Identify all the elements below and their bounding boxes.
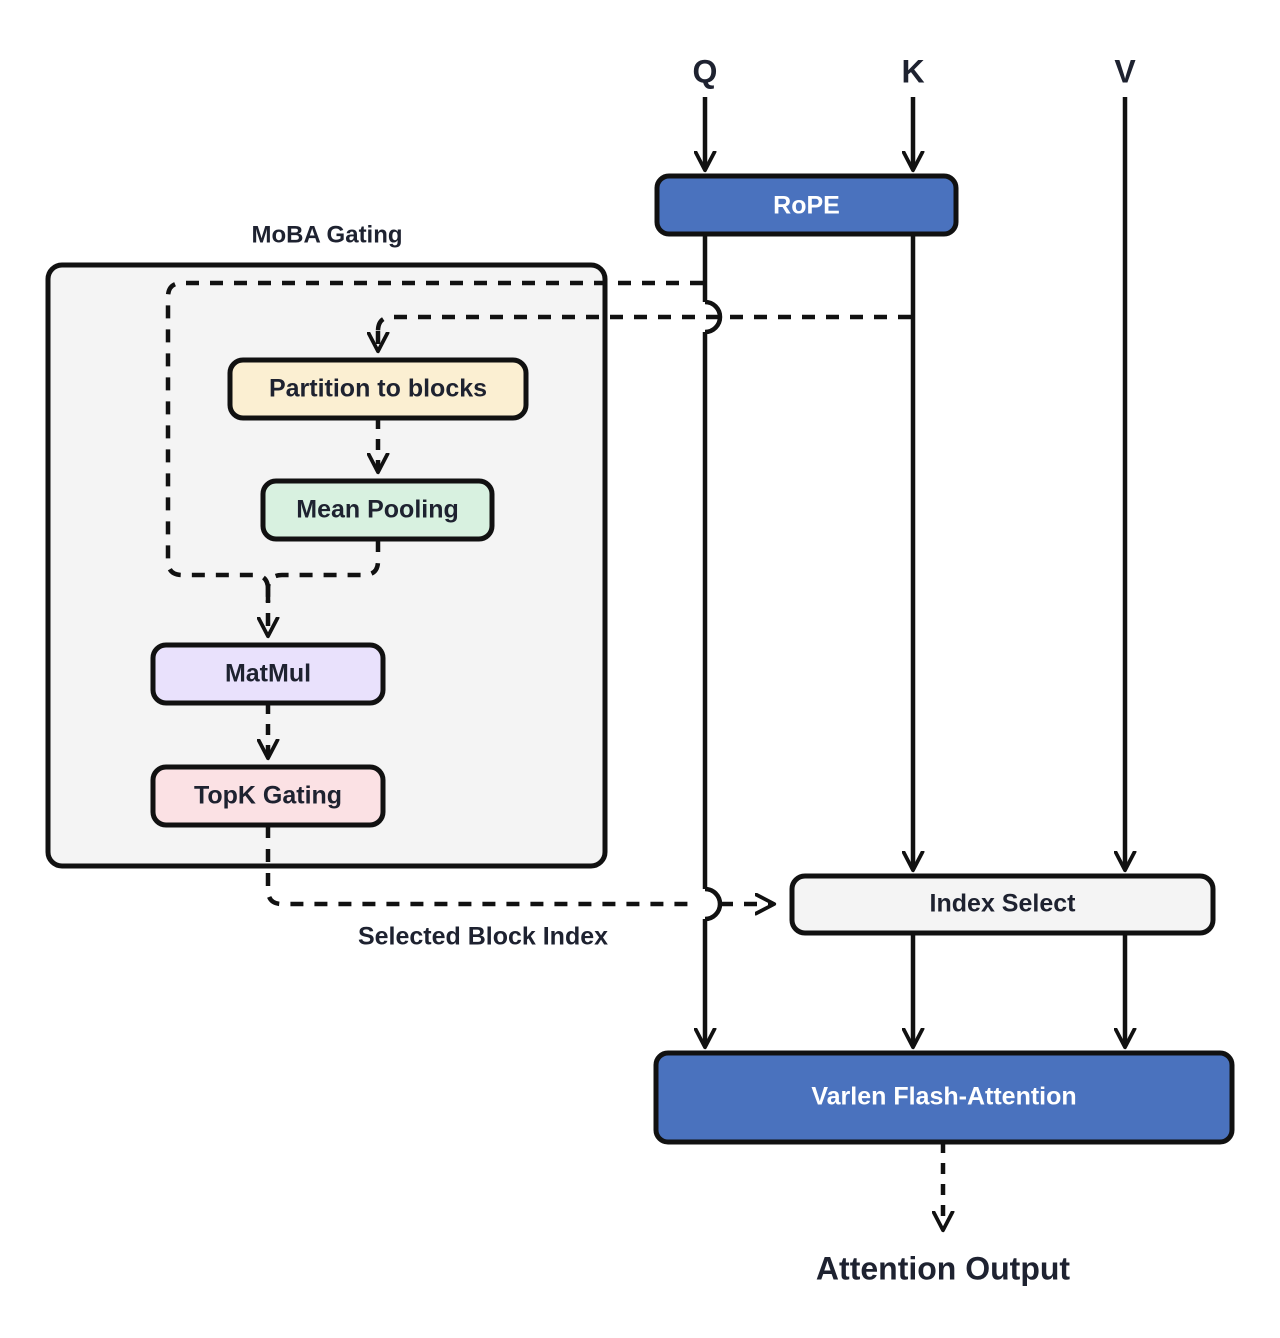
edge-topk-to-index-select bbox=[265, 825, 690, 907]
node-rope-shape bbox=[654, 173, 959, 237]
node-matmul-label: MatMul bbox=[225, 660, 311, 688]
wire-jump-q-over-k-dashed bbox=[704, 299, 723, 335]
group-label-moba-gating: MoBA Gating bbox=[251, 221, 402, 248]
input-label-q: Q bbox=[693, 53, 718, 89]
wire-jump-q-over-selected-index bbox=[704, 886, 723, 922]
annotation-selected-block-index: Selected Block Index bbox=[358, 923, 608, 951]
node-rope-label: RoPE bbox=[773, 192, 840, 220]
edge-q-to-matmul-dashed bbox=[165, 280, 703, 603]
edge-meanpool-to-matmul bbox=[265, 539, 381, 603]
input-label-v: V bbox=[1114, 53, 1136, 89]
node-partition-label: Partition to blocks bbox=[269, 375, 487, 403]
node-partition-shape bbox=[227, 357, 529, 421]
node-varlen-shape bbox=[653, 1050, 1235, 1145]
node-meanpool-label: Mean Pooling bbox=[296, 496, 459, 524]
node-varlen-label: Varlen Flash-Attention bbox=[811, 1083, 1076, 1111]
node-mean-pooling[interactable]: Mean Pooling bbox=[260, 478, 495, 542]
edge-k-to-partition-dashed bbox=[375, 314, 911, 340]
node-matmul-shape bbox=[150, 642, 386, 706]
input-label-k: K bbox=[901, 53, 924, 89]
node-varlen-flash-attention[interactable]: Varlen Flash-Attention bbox=[653, 1050, 1235, 1145]
node-rope[interactable]: RoPE bbox=[654, 173, 959, 237]
node-meanpool-shape bbox=[260, 478, 495, 542]
node-topk-gating[interactable]: TopK Gating bbox=[150, 764, 386, 828]
node-topk-label: TopK Gating bbox=[194, 782, 342, 810]
node-matmul[interactable]: MatMul bbox=[150, 642, 386, 706]
node-index-select-label: Index Select bbox=[930, 890, 1077, 918]
node-index-select-shape bbox=[789, 873, 1216, 936]
node-partition-to-blocks[interactable]: Partition to blocks bbox=[227, 357, 529, 421]
node-index-select[interactable]: Index Select bbox=[789, 873, 1216, 936]
node-topk-shape bbox=[150, 764, 386, 828]
annotation-attention-output: Attention Output bbox=[816, 1250, 1070, 1286]
